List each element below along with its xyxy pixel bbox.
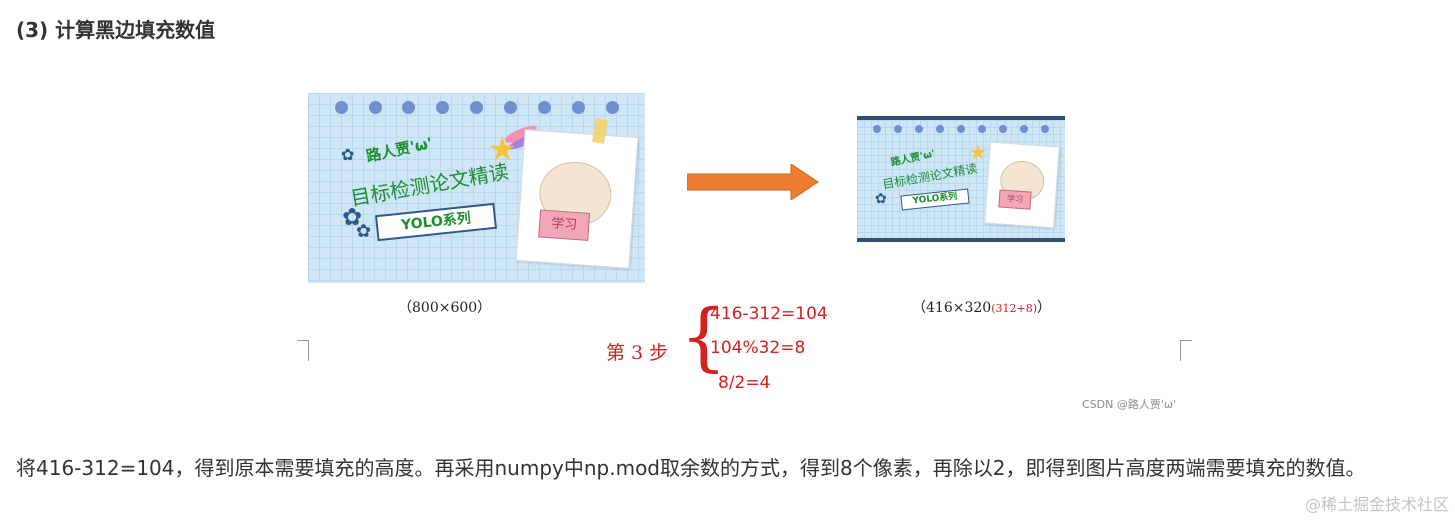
binder-hole: [894, 125, 902, 133]
step-label: 第 3 步: [606, 342, 669, 364]
poster-author: 路人贾'ω': [889, 148, 936, 169]
explanation-paragraph: 将416-312=104，得到原本需要填充的高度。再采用numpy中np.mod…: [16, 456, 1366, 480]
original-size-caption: （800×600）: [398, 300, 492, 316]
resized-image: 路人贾'ω' 目标检测论文精读 YOLO系列 ✿ ✿ ★ 学习: [857, 120, 1065, 238]
calc-line-3: 8/2=4: [718, 373, 771, 393]
page-watermark: @稀土掘金技术社区: [1304, 495, 1449, 514]
poster-ribbon: YOLO系列: [374, 202, 498, 242]
poster-author: 路人贾'ω': [364, 133, 434, 166]
flower-icon: ✿: [356, 221, 372, 242]
flower-icon: ✿: [342, 203, 363, 231]
binder-hole: [369, 101, 382, 114]
resized-size-caption: （416×320(312+8)）: [912, 297, 1051, 317]
binder-hole: [873, 125, 881, 133]
calc-line-2: 104%32=8: [710, 338, 806, 358]
arrow-right-icon: [687, 164, 819, 200]
flower-icon: ✿: [341, 145, 355, 164]
star-icon: ★: [969, 140, 987, 164]
caption-size: （416×320: [912, 300, 992, 316]
star-icon: ★: [488, 130, 517, 168]
figure-watermark: CSDN @路人贾'ω': [1082, 398, 1177, 411]
binder-hole: [957, 125, 965, 133]
binder-hole: [1020, 125, 1028, 133]
binder-hole: [606, 101, 619, 114]
binder-hole: [936, 125, 944, 133]
binder-hole: [1041, 125, 1049, 133]
crop-mark: [1180, 340, 1192, 361]
binder-hole: [470, 101, 483, 114]
original-image: ✿ 路人贾'ω' 目标检测论文精读 YOLO系列 ✿ ✿ ✿ ★ 学习: [308, 93, 645, 283]
binder-hole: [538, 101, 551, 114]
binder-hole: [335, 101, 348, 114]
photo-card: 学习: [515, 129, 639, 269]
binder-hole: [572, 101, 585, 114]
caption-padding: (312+8): [991, 302, 1037, 315]
binder-hole: [978, 125, 986, 133]
binder-hole: [999, 125, 1007, 133]
book-illustration: 学习: [998, 189, 1032, 210]
binder-hole: [915, 125, 923, 133]
binder-hole: [436, 101, 449, 114]
photo-card: 学习: [984, 141, 1060, 229]
binder-hole: [402, 101, 415, 114]
letterboxed-image: 路人贾'ω' 目标检测论文精读 YOLO系列 ✿ ✿ ★ 学习: [857, 116, 1065, 242]
binder-hole: [504, 101, 517, 114]
poster-ribbon: YOLO系列: [900, 188, 970, 211]
caption-close: ）: [1036, 300, 1051, 316]
section-heading: (3) 计算黑边填充数值: [16, 18, 216, 42]
flower-icon: ✿: [875, 191, 887, 207]
crop-mark: [297, 340, 309, 361]
book-illustration: 学习: [538, 209, 591, 241]
brace: {: [680, 294, 728, 380]
calc-line-1: 416-312=104: [710, 304, 828, 324]
figure: ✿ 路人贾'ω' 目标检测论文精读 YOLO系列 ✿ ✿ ✿ ★ 学习 （800…: [297, 93, 1192, 411]
